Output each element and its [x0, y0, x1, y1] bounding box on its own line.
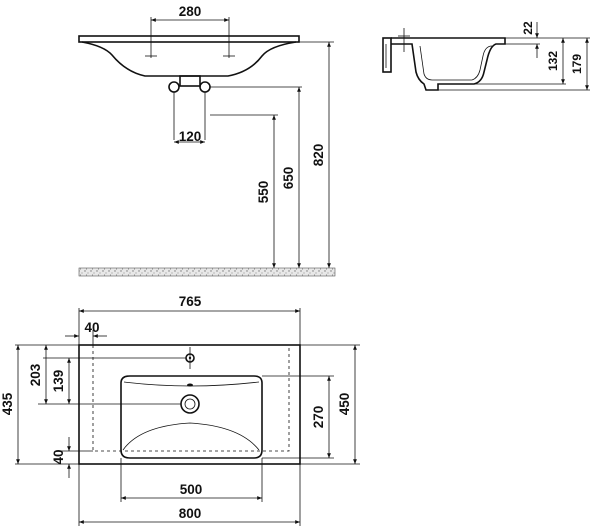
floor — [78, 267, 336, 277]
front-view: 280 120 550 650 820 — [78, 4, 336, 277]
dim-120: 120 — [179, 129, 202, 144]
bowl-outline — [120, 375, 263, 459]
wall-bracket — [382, 37, 392, 73]
side-profile-outer — [391, 37, 506, 91]
dim-270: 270 — [311, 406, 326, 429]
siphon-body — [179, 75, 201, 87]
front-bowl — [81, 41, 297, 77]
front-rim — [78, 35, 300, 43]
dim-650: 650 — [281, 167, 296, 190]
drain-inner — [184, 398, 196, 410]
dim-22: 22 — [521, 21, 535, 35]
drain-left-circle — [168, 81, 180, 93]
dim-139: 139 — [51, 370, 66, 393]
dim-550: 550 — [256, 181, 271, 204]
bowl-front-curve — [122, 422, 260, 451]
cabinet-outline — [92, 345, 290, 452]
dim-450: 450 — [337, 393, 352, 416]
dim-435: 435 — [0, 392, 15, 415]
dim-820: 820 — [311, 144, 326, 167]
top-view: 765 40 435 203 139 40 270 450 — [0, 294, 360, 526]
side-view: 22 132 179 — [382, 21, 590, 91]
dim-179: 179 — [570, 54, 584, 74]
dim-40-side: 40 — [84, 320, 99, 335]
drain-outer — [180, 394, 200, 414]
dim-203: 203 — [28, 363, 43, 386]
dim-765: 765 — [179, 294, 202, 309]
dim-500: 500 — [180, 482, 203, 497]
dim-800: 800 — [179, 506, 202, 521]
side-profile-inner — [419, 45, 493, 81]
dim-132: 132 — [546, 51, 560, 71]
dim-280: 280 — [179, 4, 202, 19]
top-outline — [78, 344, 301, 465]
drain-right-circle — [199, 81, 211, 93]
overflow — [187, 383, 193, 387]
dim-40-front: 40 — [51, 449, 66, 464]
